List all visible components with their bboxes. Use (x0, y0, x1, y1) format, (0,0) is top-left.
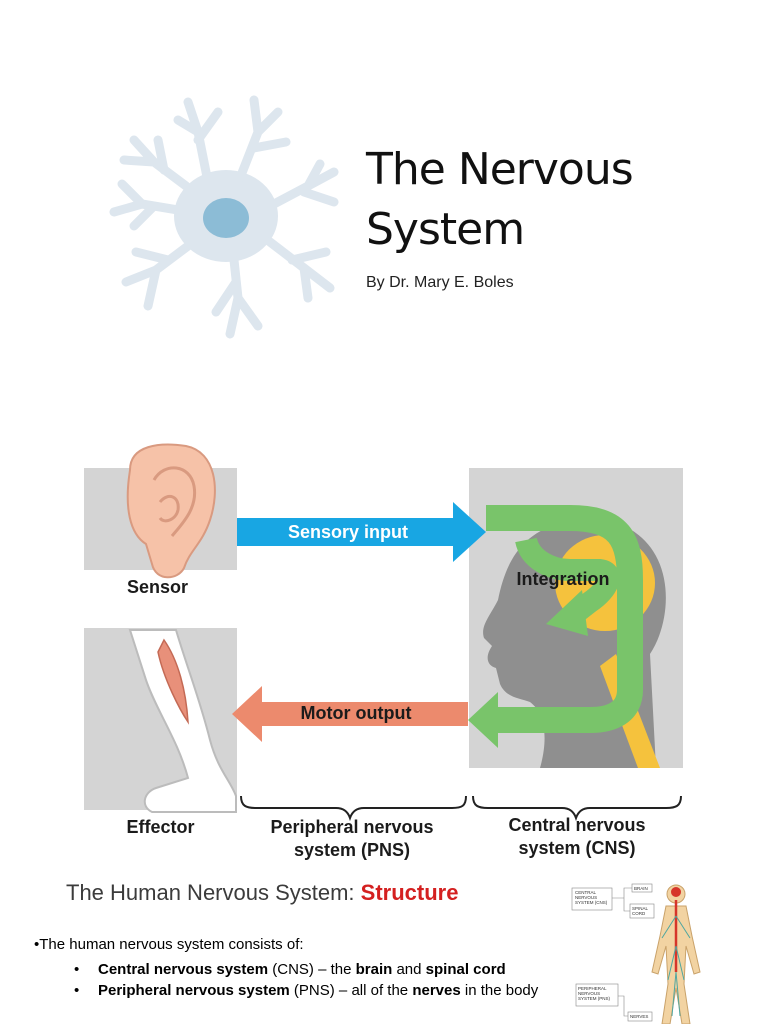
body-icon (651, 884, 701, 1024)
page-title: The Nervous System (366, 140, 746, 260)
bullet-marker: • (74, 961, 80, 978)
fig-brain-label: BRAIN (634, 886, 648, 891)
and-text: and (392, 961, 426, 978)
intro-line: •The human nervous system consists of: (34, 936, 304, 953)
integration-loop (468, 505, 643, 748)
pns-label: Peripheral nervous system (PNS) (242, 816, 462, 862)
pns-label-line-2: system (PNS) (293, 840, 411, 860)
structure-list: • Central nervous system (CNS) – the bra… (70, 959, 540, 1001)
bullet-marker: • (74, 982, 80, 999)
pns-desc: (PNS) – all of the (289, 982, 413, 999)
author-byline: By Dr. Mary E. Boles (366, 274, 514, 291)
cns-brace (472, 795, 682, 822)
cns-label-line-2: system (CNS) (518, 838, 636, 858)
title-line-1: The Nervous (366, 144, 634, 195)
cns-label: Central nervous system (CNS) (472, 814, 682, 860)
heading-prefix: The Human Nervous System: (66, 880, 361, 905)
fig-spinal-label: SPINAL (632, 906, 649, 911)
cns-term: Central nervous system (98, 961, 269, 978)
heading-emphasis: Structure (360, 880, 459, 905)
motor-arrow (232, 686, 468, 742)
integration-label: Integration (516, 569, 610, 589)
title-line-2: System (366, 204, 525, 255)
nervous-system-diagram: Sensory input Integration Motor output S… (60, 440, 720, 870)
neuron-illustration (109, 95, 339, 339)
leg-icon (128, 629, 237, 813)
structure-heading: The Human Nervous System: Structure (66, 880, 458, 906)
ear-icon (126, 443, 216, 579)
list-item-cns: • Central nervous system (CNS) – the bra… (70, 959, 540, 980)
effector-label: Effector (126, 817, 195, 837)
pns-brace (240, 795, 467, 822)
fig-nerves-label: NERVES (630, 1014, 648, 1019)
pns-desc-end: in the body (460, 982, 539, 999)
cns-desc: (CNS) – the (268, 961, 356, 978)
fig-spinal-label-2: CORD (632, 911, 646, 916)
sensor-label: Sensor (126, 577, 189, 597)
cns-label-line-1: Central nervous (508, 815, 646, 835)
fig-cns-label-2: NERVOUS (575, 895, 597, 900)
nerves-term: nerves (412, 982, 461, 999)
sensory-input-label: Sensory input (287, 522, 408, 542)
fig-cns-label: CENTRAL (575, 890, 597, 895)
fig-cns-label-3: SYSTEM (CNS) (575, 900, 608, 905)
list-item-pns: • Peripheral nervous system (PNS) – all … (70, 980, 540, 1001)
pns-term: Peripheral nervous system (98, 982, 290, 999)
pns-label-line-1: Peripheral nervous (270, 817, 434, 837)
nucleus (203, 198, 249, 238)
brain-term: brain (355, 961, 393, 978)
fig-pns-label: PERIPHERAL (578, 986, 607, 991)
sensory-arrow (237, 502, 486, 562)
fig-pns-label-3: SYSTEM (PNS) (578, 996, 611, 1001)
human-body-figure: CENTRAL NERVOUS SYSTEM (CNS) BRAIN SPINA… (571, 883, 701, 1024)
spinal-cord-term: spinal cord (425, 961, 506, 978)
motor-output-label: Motor output (300, 703, 412, 723)
fig-pns-label-2: NERVOUS (578, 991, 600, 996)
